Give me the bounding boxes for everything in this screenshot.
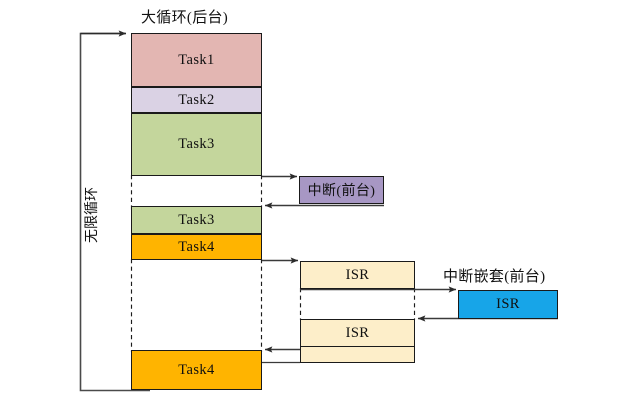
infinite-loop-label: 无限循环 xyxy=(85,187,100,243)
isr-block-upper: ISR xyxy=(300,261,415,289)
nested-interrupt-title: 中断嵌套(前台) xyxy=(443,269,546,285)
task-block-task3-first: Task3 xyxy=(131,113,262,176)
interrupt-block: 中断(前台) xyxy=(299,176,384,204)
nested-isr-block: ISR xyxy=(458,290,558,319)
isr-dashed-guides xyxy=(299,288,416,320)
dashed-guides xyxy=(130,175,263,352)
isr-block-lower-tail xyxy=(300,347,415,363)
task-block-task4-resumed: Task4 xyxy=(131,350,262,390)
task-block-task1: Task1 xyxy=(131,33,262,87)
task-block-task4-first: Task4 xyxy=(131,234,262,260)
task-block-task2: Task2 xyxy=(131,87,262,113)
isr-block-lower: ISR xyxy=(300,319,415,347)
task-block-task3-resumed: Task3 xyxy=(131,206,262,234)
background-loop-title: 大循环(后台) xyxy=(141,10,229,26)
